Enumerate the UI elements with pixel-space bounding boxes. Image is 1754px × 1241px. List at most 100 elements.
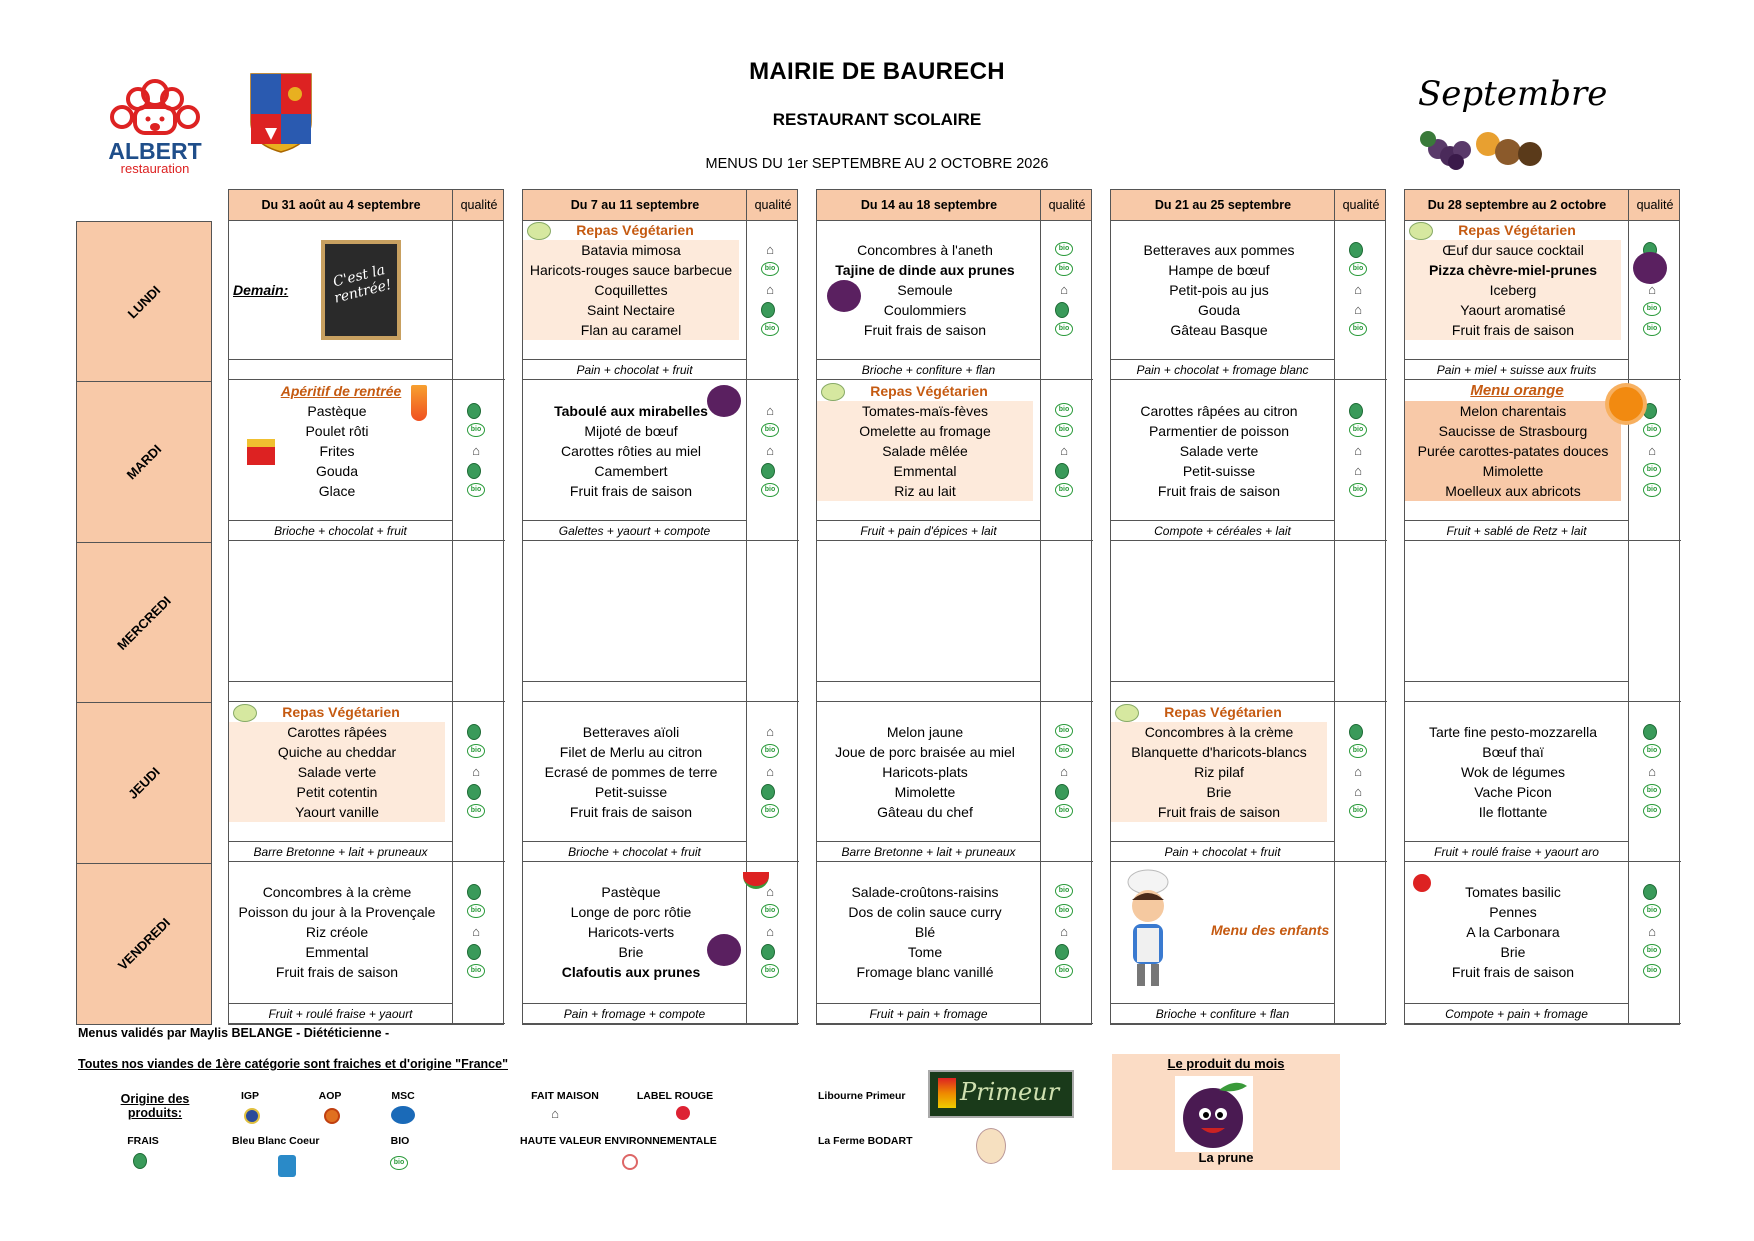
menu-item: Melon jaune xyxy=(886,724,964,740)
bio-icon: bio xyxy=(761,322,779,336)
bio-icon: bio xyxy=(761,804,779,818)
bio-icon: bio xyxy=(1055,262,1073,276)
plum-image xyxy=(1175,1076,1253,1152)
menu-item: Poulet rôti xyxy=(305,423,369,439)
menu-item: Gouda xyxy=(315,463,359,479)
bio-icon: bio xyxy=(1055,964,1073,978)
snack-line xyxy=(817,681,1040,702)
menu-item: Tome xyxy=(907,944,943,960)
week-title: Du 28 septembre au 2 octobre xyxy=(1427,198,1607,212)
menu-item: Poisson du jour à la Provençale xyxy=(238,904,436,920)
legend-bleu-blanc-coeur: Bleu Blanc Coeur xyxy=(232,1135,320,1147)
menu-item: Fruit frais de saison xyxy=(863,322,987,338)
chef-boy-image xyxy=(1117,868,1179,992)
snack-line: Fruit + pain + fromage xyxy=(817,1003,1040,1024)
menu-item: Blanquette d'haricots-blancs xyxy=(1111,742,1327,762)
menu-item: Ecrasé de pommes de terre xyxy=(544,764,718,780)
quality-header: qualité xyxy=(1636,198,1674,212)
menu-item: Batavia mimosa xyxy=(523,240,739,260)
bio-icon: bio xyxy=(1349,262,1367,276)
menu-item: Filet de Merlu au citron xyxy=(559,744,703,760)
legend-aop: AOP xyxy=(318,1090,342,1102)
week-title: Du 31 août au 4 septembre xyxy=(261,198,421,212)
menu-cell-lundi: Demain:C'est la rentrée! xyxy=(229,220,505,380)
menu-item: Riz pilaf xyxy=(1111,762,1327,782)
watermelon-icon xyxy=(743,872,769,889)
week-title: Du 14 au 18 septembre xyxy=(860,198,998,212)
week-title: Du 21 au 25 septembre xyxy=(1154,198,1292,212)
menu-item: Betteraves aux pommes xyxy=(1143,242,1295,258)
menu-item: Vache Picon xyxy=(1474,784,1552,800)
menu-item: Wok de légumes xyxy=(1460,764,1565,780)
snack-line: Brioche + chocolat + fruit xyxy=(523,841,746,862)
frais-icon xyxy=(1055,463,1069,479)
frais-icon xyxy=(467,784,481,800)
frais-icon xyxy=(467,463,481,479)
frais-icon xyxy=(1349,242,1363,258)
menu-item: Ile flottante xyxy=(1478,804,1548,820)
fait-maison-icon: ⌂ xyxy=(766,242,774,257)
fait-maison-icon: ⌂ xyxy=(1060,282,1068,297)
sun-icon xyxy=(1609,387,1643,421)
fait-maison-icon: ⌂ xyxy=(1648,282,1656,297)
menu-item: Brie xyxy=(618,944,644,960)
frais-icon xyxy=(467,724,481,740)
fait-maison-icon: ⌂ xyxy=(766,282,774,297)
frais-icon xyxy=(761,463,775,479)
bio-icon: bio xyxy=(467,904,485,918)
bio-icon: bio xyxy=(1055,744,1073,758)
legend-igp: IGP xyxy=(240,1090,260,1102)
bio-icon: bio xyxy=(467,744,485,758)
quality-divider xyxy=(1040,190,1041,1024)
menu-item: Flan au caramel xyxy=(523,320,739,340)
chef-koala-icon xyxy=(110,79,200,135)
frais-icon xyxy=(467,944,481,960)
menu-item: Carottes râpées xyxy=(229,722,445,742)
menu-item: Yaourt aromatisé xyxy=(1405,300,1621,320)
bio-icon: bio xyxy=(1643,423,1661,437)
menu-cell-mercredi xyxy=(1405,541,1681,702)
origin-line-2: produits: xyxy=(127,1106,183,1120)
fait-maison-icon: ⌂ xyxy=(472,924,480,939)
plum-icon xyxy=(707,934,741,966)
menu-item: Fruit frais de saison xyxy=(1111,802,1327,822)
chalkboard-text: C'est la rentrée! xyxy=(331,262,394,307)
menu-item: Concombres à la crème xyxy=(1111,722,1327,742)
bio-icon: bio xyxy=(1643,483,1661,497)
fait-maison-icon: ⌂ xyxy=(1060,764,1068,779)
bio-icon: bio xyxy=(467,483,485,497)
plum-icon xyxy=(1633,252,1667,284)
bio-icon: bio xyxy=(1055,724,1073,738)
quality-header: qualité xyxy=(460,198,498,212)
aop-icon xyxy=(324,1108,340,1124)
snack-line: Fruit + pain d'épices + lait xyxy=(817,520,1040,541)
validation-note: Menus validés par Maylis BELANGE - Diété… xyxy=(78,1026,390,1040)
menu-item: Joue de porc braisée au miel xyxy=(835,744,1015,760)
frais-icon xyxy=(1055,944,1069,960)
bio-icon: bio xyxy=(1643,463,1661,477)
menu-item: Gâteau Basque xyxy=(1170,322,1268,338)
day-row-vendredi: VENDREDI xyxy=(76,863,212,1025)
menu-item: Tomates-maïs-fèves xyxy=(817,401,1033,421)
menu-item: Riz créole xyxy=(305,924,369,940)
frais-icon xyxy=(467,403,481,419)
menu-theme-title: Repas Végétarien xyxy=(282,704,400,720)
vegetarian-leaf-icon xyxy=(527,222,551,240)
menu-item: Haricots-rouges sauce barbecue xyxy=(523,260,739,280)
snack-line: Pain + miel + suisse aux fruits xyxy=(1405,359,1628,380)
snack-line xyxy=(1405,681,1628,702)
bio-icon: bio xyxy=(761,423,779,437)
menu-item: Pizza chèvre-miel-prunes xyxy=(1405,260,1621,280)
bio-icon: bio xyxy=(1055,403,1073,417)
snack-line: Pain + chocolat + fromage blanc xyxy=(1111,359,1334,380)
bio-icon: bio xyxy=(1643,302,1661,316)
fait-maison-icon: ⌂ xyxy=(1354,443,1362,458)
